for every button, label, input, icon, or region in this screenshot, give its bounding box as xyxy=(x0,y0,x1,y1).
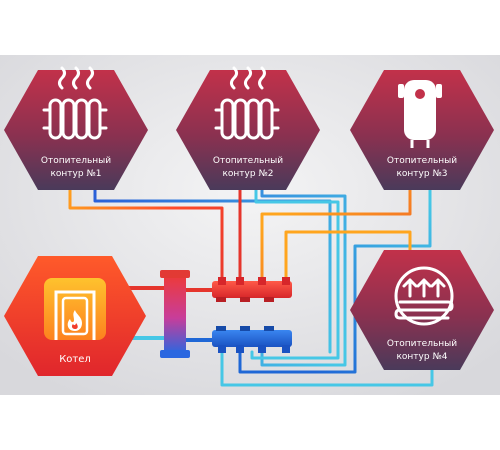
circuit-4-label-line2: контур №4 xyxy=(396,352,447,362)
circuit-4-node: Отопительный контур №4 xyxy=(350,250,494,370)
circuit-1-label-line1: Отопительный xyxy=(41,156,111,166)
circuit-1-node: Отопительный контур №1 xyxy=(4,66,148,190)
circuit-3-label-line2: контур №3 xyxy=(396,169,447,179)
pipe-circuit2-return xyxy=(260,188,347,367)
circuit-2-label-line1: Отопительный xyxy=(213,156,283,166)
radiator-icon xyxy=(42,66,108,140)
boiler-node: Котел xyxy=(4,256,146,376)
floor-heating-icon xyxy=(394,266,454,326)
return-manifold xyxy=(212,326,292,353)
pipe-circuit1-supply xyxy=(68,186,224,287)
circuit-3-label-line1: Отопительный xyxy=(387,156,457,166)
hydraulic-separator xyxy=(160,270,190,358)
circuit-4-label-line1: Отопительный xyxy=(387,339,457,349)
pipe-circuit2-return-b xyxy=(250,188,340,360)
boiler-label: Котел xyxy=(59,354,91,365)
supply-manifold xyxy=(212,277,292,302)
circuit-2-node: Отопительный контур №2 xyxy=(176,66,320,190)
pipes xyxy=(68,186,434,387)
pipe-circuit1-return xyxy=(93,186,332,354)
circuit-3-node: Отопительный контур №3 xyxy=(350,70,494,190)
pipe-circuit4-supply xyxy=(284,230,412,287)
pipe-circuit4-return xyxy=(220,350,434,387)
boiler-flame-icon xyxy=(54,290,96,340)
radiator-icon xyxy=(214,66,280,140)
circuit-2-label-line2: контур №2 xyxy=(222,169,273,179)
water-heater-icon xyxy=(398,80,442,148)
pipe-circuit3-supply xyxy=(260,188,412,287)
circuit-1-label-line2: контур №1 xyxy=(50,169,101,179)
